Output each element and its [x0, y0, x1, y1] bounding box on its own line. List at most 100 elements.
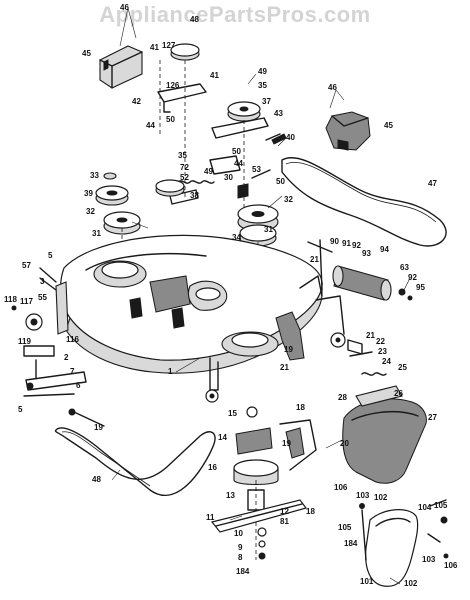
callout-11: 11: [206, 513, 215, 522]
callout-1: 1: [168, 367, 173, 376]
callout-118: 118: [4, 295, 17, 304]
mower-deck-housing: [60, 234, 346, 403]
callout-184-right: 184: [344, 539, 358, 548]
drive-belt-upper: [281, 157, 447, 247]
callout-19-center: 19: [284, 345, 293, 354]
callout-26: 26: [394, 389, 403, 398]
callout-7: 7: [70, 367, 75, 376]
callout-19-right: 19: [282, 439, 291, 448]
callout-48-top: 48: [190, 15, 199, 24]
belt-guard-right: [325, 111, 371, 151]
callout-19-left: 19: [94, 423, 103, 432]
callout-16: 16: [208, 463, 217, 472]
callout-53: 53: [252, 165, 261, 174]
callout-37: 37: [262, 97, 271, 106]
callout-50-left: 50: [166, 115, 175, 124]
callout-93: 93: [362, 249, 371, 258]
callout-18-bottom: 18: [306, 507, 315, 516]
callout-9: 9: [238, 543, 243, 552]
belt-guard-left: [99, 45, 143, 89]
watermark: AppliancePartsPros.com: [99, 2, 371, 27]
callout-21-right: 21: [366, 331, 375, 340]
callout-102-top: 102: [374, 493, 388, 502]
callout-20: 20: [340, 439, 349, 448]
rear-discharge-flap: [359, 499, 449, 587]
callout-15: 15: [228, 409, 237, 418]
callout-41-top: 41: [150, 43, 159, 52]
callout-5-bottom: 5: [18, 405, 23, 414]
callout-46-right: 46: [328, 83, 337, 92]
callout-49-top: 49: [258, 67, 267, 76]
callout-119: 119: [18, 337, 31, 346]
callout-41-center: 41: [210, 71, 219, 80]
callout-46-top: 46: [120, 3, 129, 12]
callout-23: 23: [378, 347, 387, 356]
callout-92-right: 92: [408, 273, 417, 282]
callout-105-left: 105: [338, 523, 352, 532]
left-pulley-stack: [95, 172, 141, 268]
callout-34: 34: [232, 233, 241, 242]
callout-63: 63: [400, 263, 409, 272]
callout-31-right: 31: [264, 225, 273, 234]
callout-13: 13: [226, 491, 235, 500]
callout-117: 117: [20, 297, 33, 306]
callout-116: 116: [66, 335, 79, 344]
callout-104: 104: [418, 503, 432, 512]
callout-6: 6: [76, 381, 81, 390]
left-hanger-assembly: [11, 305, 105, 427]
callout-25: 25: [398, 363, 407, 372]
callout-24: 24: [382, 357, 391, 366]
callout-42: 42: [132, 97, 141, 106]
callout-44-center: 44: [234, 159, 243, 168]
callout-92: 92: [352, 241, 361, 250]
callout-57: 57: [22, 261, 31, 270]
callout-32-right: 32: [284, 195, 293, 204]
callout-21-center: 21: [280, 363, 289, 372]
callout-102-bottom: 102: [404, 579, 418, 588]
callout-2: 2: [64, 353, 69, 362]
center-spring-bracket: [169, 155, 271, 205]
callout-14: 14: [218, 433, 227, 442]
callout-45-left: 45: [82, 49, 91, 58]
callout-3: 3: [40, 277, 45, 286]
callout-40: 40: [286, 133, 295, 142]
callout-35-center: 35: [178, 151, 187, 160]
callout-48-bottom: 48: [92, 475, 101, 484]
callout-5-top: 5: [48, 251, 53, 260]
callout-labels: 46 45 41 48 127 126 42 44 50 41 49 35 37…: [4, 3, 458, 588]
callout-90-right: 90: [330, 237, 339, 246]
callout-126: 126: [166, 81, 180, 90]
drive-belt-lower: [54, 427, 216, 497]
idler-arm-assembly: [157, 43, 287, 220]
callout-101: 101: [360, 577, 374, 586]
callout-50-center: 50: [232, 147, 241, 156]
callout-45-right: 45: [384, 121, 393, 130]
callout-33: 33: [90, 171, 99, 180]
anti-scalp-roller-assembly: [299, 239, 413, 301]
callout-50-right: 50: [276, 177, 285, 186]
callout-105-right: 105: [434, 501, 448, 510]
callout-94: 94: [380, 245, 389, 254]
callout-95: 95: [416, 283, 425, 292]
callout-91: 91: [342, 239, 351, 248]
callout-31-left: 31: [92, 229, 101, 238]
spindle-blade-assembly: [210, 406, 317, 560]
callout-27: 27: [428, 413, 437, 422]
callout-30: 30: [224, 173, 233, 182]
callout-12: 12: [280, 507, 289, 516]
callout-18-top: 18: [296, 403, 305, 412]
callout-55: 55: [38, 293, 47, 302]
callout-72: 72: [180, 163, 189, 172]
callout-106-right: 106: [444, 561, 458, 570]
callout-32-left: 32: [86, 207, 95, 216]
callout-184-left: 184: [236, 567, 250, 576]
callout-106-left: 106: [334, 483, 348, 492]
callout-47: 47: [428, 179, 437, 188]
leader-lines: [111, 7, 411, 585]
callout-127: 127: [162, 41, 176, 50]
callout-103-left: 103: [356, 491, 370, 500]
callout-52: 52: [180, 173, 189, 182]
left-deck-bracket: [39, 267, 69, 335]
